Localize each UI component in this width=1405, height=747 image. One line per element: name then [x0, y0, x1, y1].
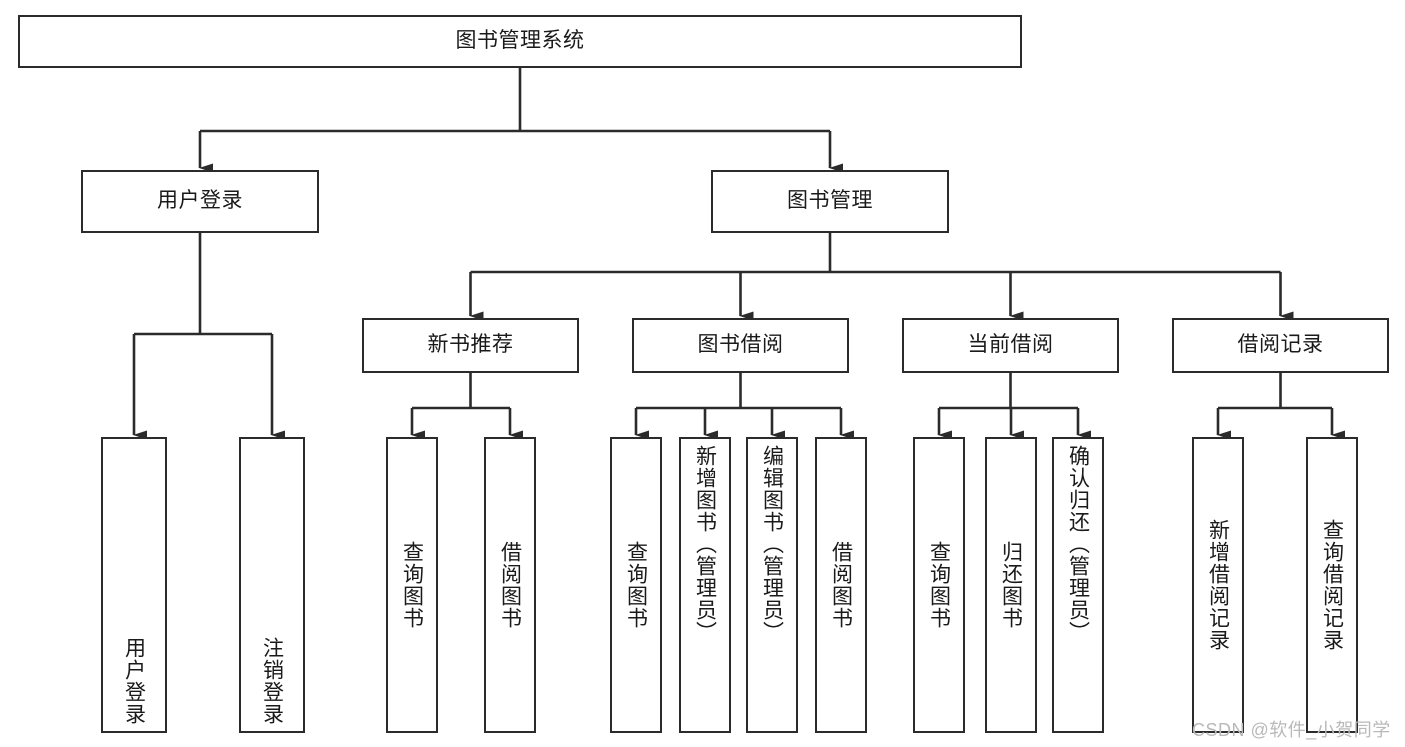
leaf-node-新增图书管理员-5[interactable]: 新增图书（管理员） [679, 437, 731, 733]
node-label: 编辑图书（管理员） [760, 445, 784, 643]
node-label: 归还图书 [999, 541, 1023, 629]
node-label: 借阅图书 [829, 541, 853, 629]
level2-node-图书管理-1[interactable]: 图书管理 [711, 170, 949, 233]
leaf-node-用户登录-0[interactable]: 用户登录 [101, 437, 167, 733]
level2-node-用户登录-0[interactable]: 用户登录 [81, 170, 319, 233]
node-label: 当前借阅 [967, 333, 1054, 357]
leaf-node-借阅图书-7[interactable]: 借阅图书 [815, 437, 867, 733]
level3-node-新书推荐-0[interactable]: 新书推荐 [362, 318, 579, 373]
node-label: 借阅图书 [498, 541, 522, 629]
leaf-node-查询借阅记录-12[interactable]: 查询借阅记录 [1306, 437, 1358, 733]
leaf-node-查询图书-2[interactable]: 查询图书 [386, 437, 438, 733]
level3-node-借阅记录-3[interactable]: 借阅记录 [1172, 318, 1389, 373]
leaf-node-编辑图书管理员-6[interactable]: 编辑图书（管理员） [746, 437, 798, 733]
node-label: 用户登录 [157, 189, 243, 213]
leaf-node-确认归还管理员-10[interactable]: 确认归还（管理员） [1052, 437, 1104, 733]
leaf-node-注销登录-1[interactable]: 注销登录 [239, 437, 305, 733]
node-label: 查询借阅记录 [1320, 519, 1344, 651]
leaf-node-归还图书-9[interactable]: 归还图书 [985, 437, 1037, 733]
node-label: 查询图书 [927, 541, 951, 629]
node-label: 图书管理 [787, 189, 873, 213]
node-label: 注销登录 [260, 637, 284, 725]
level3-node-图书借阅-1[interactable]: 图书借阅 [632, 318, 849, 373]
node-label: 确认归还（管理员） [1066, 445, 1090, 643]
leaf-node-借阅图书-3[interactable]: 借阅图书 [484, 437, 536, 733]
node-label: 新增借阅记录 [1206, 519, 1230, 651]
node-label: 图书借阅 [697, 333, 784, 357]
csdn-watermark: CSDN @软件_小贺同学 [1192, 720, 1391, 740]
node-label: 图书管理系统 [455, 29, 585, 53]
node-label: 借阅记录 [1237, 333, 1324, 357]
root-node-图书管理系统[interactable]: 图书管理系统 [18, 15, 1022, 68]
node-label: 查询图书 [624, 541, 648, 629]
node-label: 用户登录 [122, 637, 146, 725]
leaf-node-新增借阅记录-11[interactable]: 新增借阅记录 [1192, 437, 1244, 733]
node-label: 新增图书（管理员） [693, 445, 717, 643]
node-label: 查询图书 [400, 541, 424, 629]
level3-node-当前借阅-2[interactable]: 当前借阅 [902, 318, 1119, 373]
leaf-node-查询图书-8[interactable]: 查询图书 [913, 437, 965, 733]
leaf-node-查询图书-4[interactable]: 查询图书 [610, 437, 662, 733]
node-label: 新书推荐 [427, 333, 514, 357]
